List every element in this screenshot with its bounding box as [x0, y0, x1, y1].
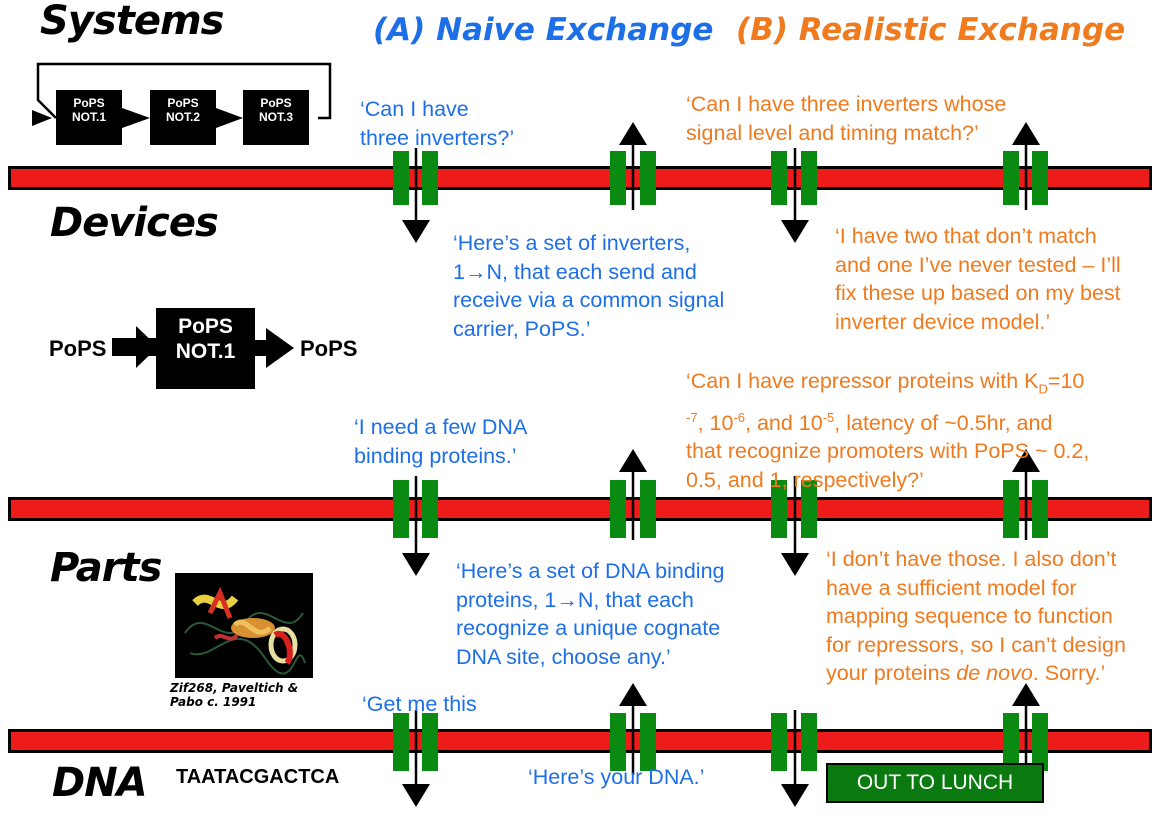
inverter-2-label-top: PoPS — [167, 96, 199, 110]
inverter-3-label-top: PoPS — [260, 96, 292, 110]
protein-credit-line-2: Pabo c. 1991 — [170, 695, 257, 709]
level-label-systems: Systems — [40, 0, 224, 44]
inverter-1-label-top: PoPS — [73, 96, 105, 110]
inverter-1-label-bottom: NOT.1 — [71, 110, 106, 124]
realistic-reply-devices: ‘I have two that don’t match and one I’v… — [835, 224, 1121, 334]
out-to-lunch-box: OUT TO LUNCH — [826, 763, 1044, 803]
inverter-3-label-bottom: NOT.3 — [258, 110, 293, 124]
realistic-reply-parts: ‘I don’t have those. I also don’t have a… — [826, 547, 1126, 685]
up-arrow-head — [619, 122, 647, 145]
column-header-realistic: (B) Realistic Exchange — [736, 12, 1126, 48]
realistic-request-devices: ‘Can I have repressor proteins with KD=1… — [686, 369, 1090, 492]
naive-reply-dna: ‘Here’s your DNA.’ — [528, 765, 705, 789]
protein-credit-line-1: Zif268, Paveltich & — [170, 681, 299, 695]
abstraction-barrier-parts-dna — [8, 729, 1152, 753]
abstraction-barrier-devices-parts — [8, 497, 1152, 521]
device-output-label: PoPS — [300, 336, 358, 361]
zif268-protein-structure-image — [175, 573, 313, 678]
dna-sequence: TAATACGACTCA — [176, 766, 340, 788]
device-input-label: PoPS — [49, 336, 107, 361]
naive-request-systems: ‘Can I have three inverters?’ — [360, 97, 515, 150]
abstraction-barrier-systems-devices — [8, 166, 1152, 190]
feedback-loop-line — [36, 62, 332, 120]
level-label-parts: Parts — [50, 545, 162, 591]
device-label-bottom: NOT.1 — [175, 340, 236, 363]
down-arrow-head — [402, 220, 430, 243]
naive-request-devices: ‘I need a few DNA binding proteins.’ — [354, 415, 528, 468]
realistic-request-systems: ‘Can I have three inverters whose signal… — [686, 92, 1007, 145]
device-label-top: PoPS — [178, 315, 233, 338]
column-header-naive: (A) Naive Exchange — [373, 12, 714, 48]
level-label-dna: DNA — [52, 760, 148, 806]
inverter-2-label-bottom: NOT.2 — [165, 110, 200, 124]
level-label-devices: Devices — [50, 200, 219, 246]
naive-request-parts: ‘Get me this — [362, 692, 477, 716]
naive-reply-parts: ‘Here’s a set of DNA binding proteins, 1… — [456, 559, 725, 669]
naive-reply-devices: ‘Here’s a set of inverters, 1→N, that ea… — [453, 231, 725, 341]
